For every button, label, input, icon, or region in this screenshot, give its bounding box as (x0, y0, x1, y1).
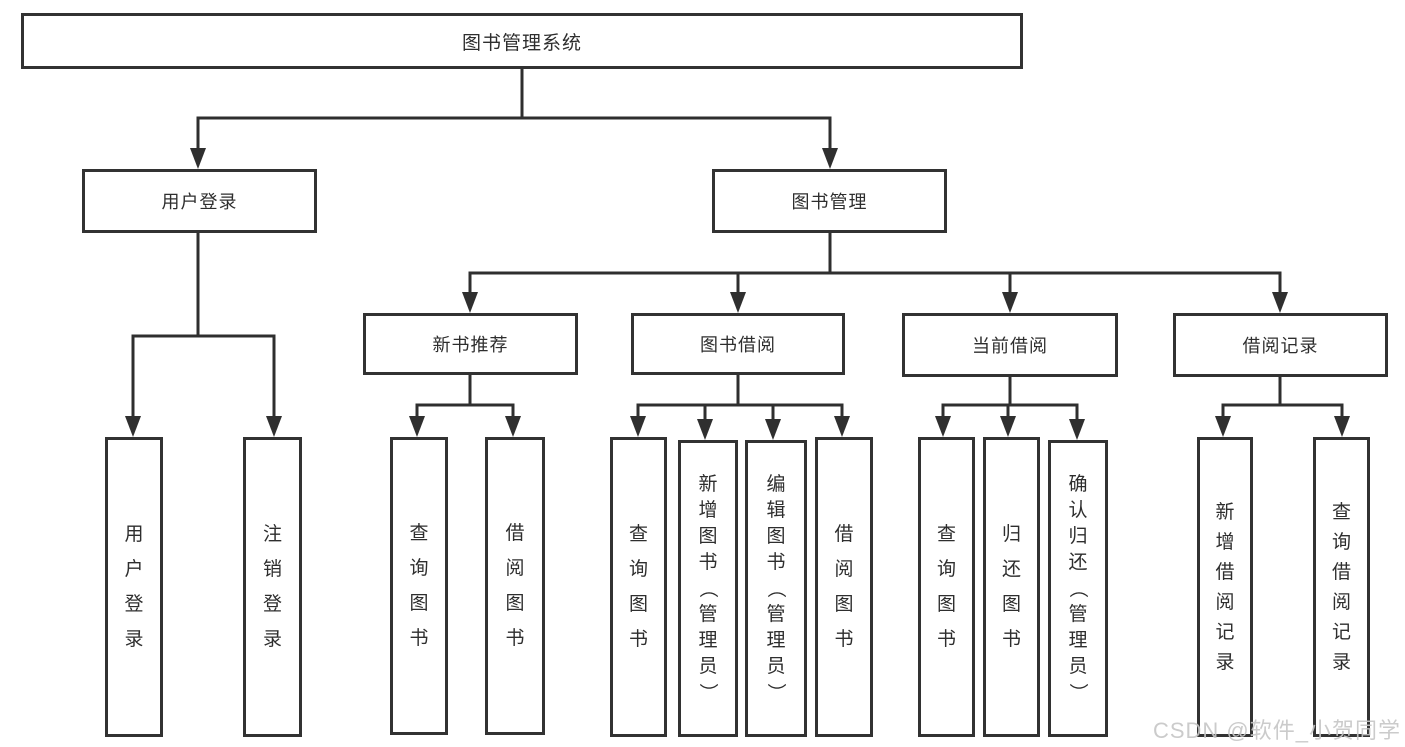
node-book-borrowing: 图书借阅 (631, 313, 845, 375)
node-borrowing-records: 借阅记录 (1173, 313, 1388, 377)
leaf-edit-books-admin: 编辑图书（管理员） (745, 440, 807, 737)
node-user-login: 用户登录 (82, 169, 317, 233)
leaf-query-books-1: 查询图书 (390, 437, 448, 735)
leaf-confirm-return-admin: 确认归还（管理员） (1048, 440, 1108, 737)
csdn-watermark: CSDN @软件_小贺同学 (1152, 718, 1401, 743)
leaf-borrow-books-1: 借阅图书 (485, 437, 545, 735)
leaf-query-books-3: 查询图书 (918, 437, 975, 737)
leaf-borrow-books-2: 借阅图书 (815, 437, 873, 737)
leaf-query-borrow-record: 查询借阅记录 (1313, 437, 1370, 737)
leaf-add-books-admin: 新增图书（管理员） (678, 440, 738, 737)
node-book-management: 图书管理 (712, 169, 947, 233)
node-new-book-recommend: 新书推荐 (363, 313, 578, 375)
node-current-borrowing: 当前借阅 (902, 313, 1118, 377)
leaf-logout-login: 注销登录 (243, 437, 302, 737)
leaf-query-books-2: 查询图书 (610, 437, 667, 737)
leaf-user-login: 用户登录 (105, 437, 163, 737)
leaf-add-borrow-record: 新增借阅记录 (1197, 437, 1253, 737)
leaf-return-books: 归还图书 (983, 437, 1040, 737)
node-library-system: 图书管理系统 (21, 13, 1023, 69)
